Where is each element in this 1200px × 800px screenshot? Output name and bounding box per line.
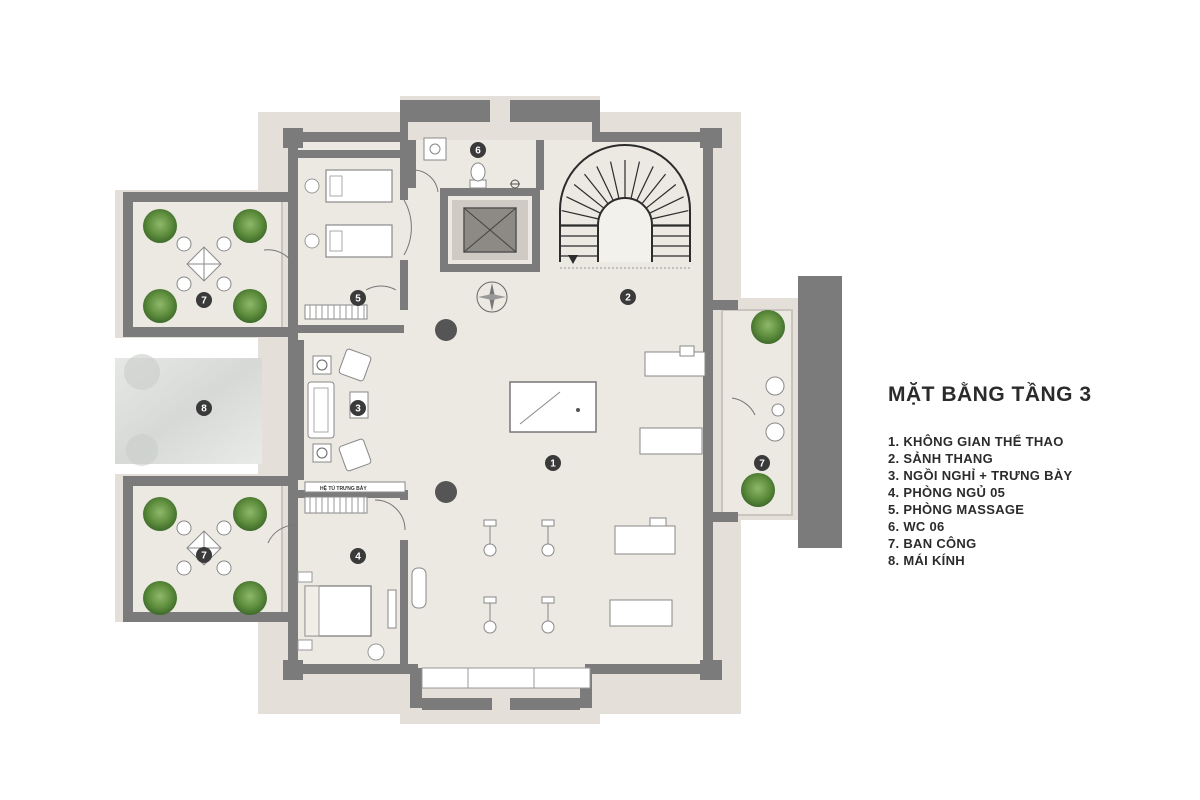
room-badges: 1 2 3 4 5 6 7 7 7 8 [196, 142, 770, 564]
legend-item: 6. WC 06 [888, 519, 945, 534]
plant-icon [233, 497, 267, 531]
svg-text:7: 7 [201, 296, 207, 307]
bedroom-furniture [297, 571, 385, 661]
room-badge: 7 [196, 292, 212, 308]
page-title: MẶT BẰNG TẦNG 3 [888, 383, 1092, 406]
plant-icon [233, 581, 267, 615]
walls [123, 100, 842, 710]
legend-item: 8. MÁI KÍNH [888, 553, 965, 568]
svg-text:2: 2 [625, 293, 631, 304]
columns [435, 319, 457, 503]
legend-item: 2. SẢNH THANG [888, 451, 994, 466]
legend-item: 7. BAN CÔNG [888, 536, 977, 551]
legend: MẶT BẰNG TẦNG 3 1. KHÔNG GIAN THỂ THAO 2.… [888, 383, 1178, 569]
room-badge: 2 [620, 289, 636, 305]
display-cabinets [304, 304, 406, 514]
room-badge: 4 [350, 548, 366, 564]
plant-icon [233, 289, 267, 323]
plant-icon [143, 289, 177, 323]
svg-text:7: 7 [759, 459, 765, 470]
room-badge: 5 [350, 290, 366, 306]
plant-icon [741, 473, 775, 507]
wc-fixtures [423, 137, 520, 189]
svg-text:7: 7 [201, 551, 207, 562]
gym-equipment [387, 345, 706, 634]
staircase [559, 144, 691, 269]
legend-item: 1. KHÔNG GIAN THỂ THAO [888, 434, 1064, 449]
svg-text:8: 8 [201, 404, 207, 415]
svg-text:6: 6 [475, 146, 481, 157]
plant-icon [143, 581, 177, 615]
legend-item: 5. PHÒNG MASSAGE [888, 502, 1025, 517]
room-badge: 7 [754, 455, 770, 471]
cabinet-label: HỆ TỦ TRƯNG BÀY [320, 484, 367, 492]
svg-text:3: 3 [355, 404, 361, 415]
legend-list: 1. KHÔNG GIAN THỂ THAO 2. SẢNH THANG 3. NG… [888, 433, 1178, 569]
doors [263, 169, 756, 544]
room-badge: 1 [545, 455, 561, 471]
svg-text:1: 1 [550, 459, 556, 470]
room-badge: 6 [470, 142, 486, 158]
room-badge: 3 [350, 400, 366, 416]
legend-item: 4. PHÒNG NGỦ 05 [888, 485, 1006, 500]
compass-rose [476, 281, 508, 313]
bottom-windows [421, 667, 591, 689]
plant-icon [143, 497, 177, 531]
elevator [452, 200, 528, 260]
glass-roof [115, 354, 262, 466]
room-badge: 7 [196, 547, 212, 563]
stair-arrow-icon [568, 255, 578, 264]
plant-icon [751, 310, 785, 344]
svg-text:5: 5 [355, 294, 361, 305]
plant-icon [143, 209, 177, 243]
plant-icon [233, 209, 267, 243]
billiard-table [509, 381, 597, 433]
massage-beds [304, 169, 393, 258]
plants [143, 209, 785, 615]
svg-text:4: 4 [355, 552, 361, 563]
room-badge: 8 [196, 400, 212, 416]
legend-item: 3. NGỒI NGHỈ + TRƯNG BÀY [888, 468, 1073, 483]
